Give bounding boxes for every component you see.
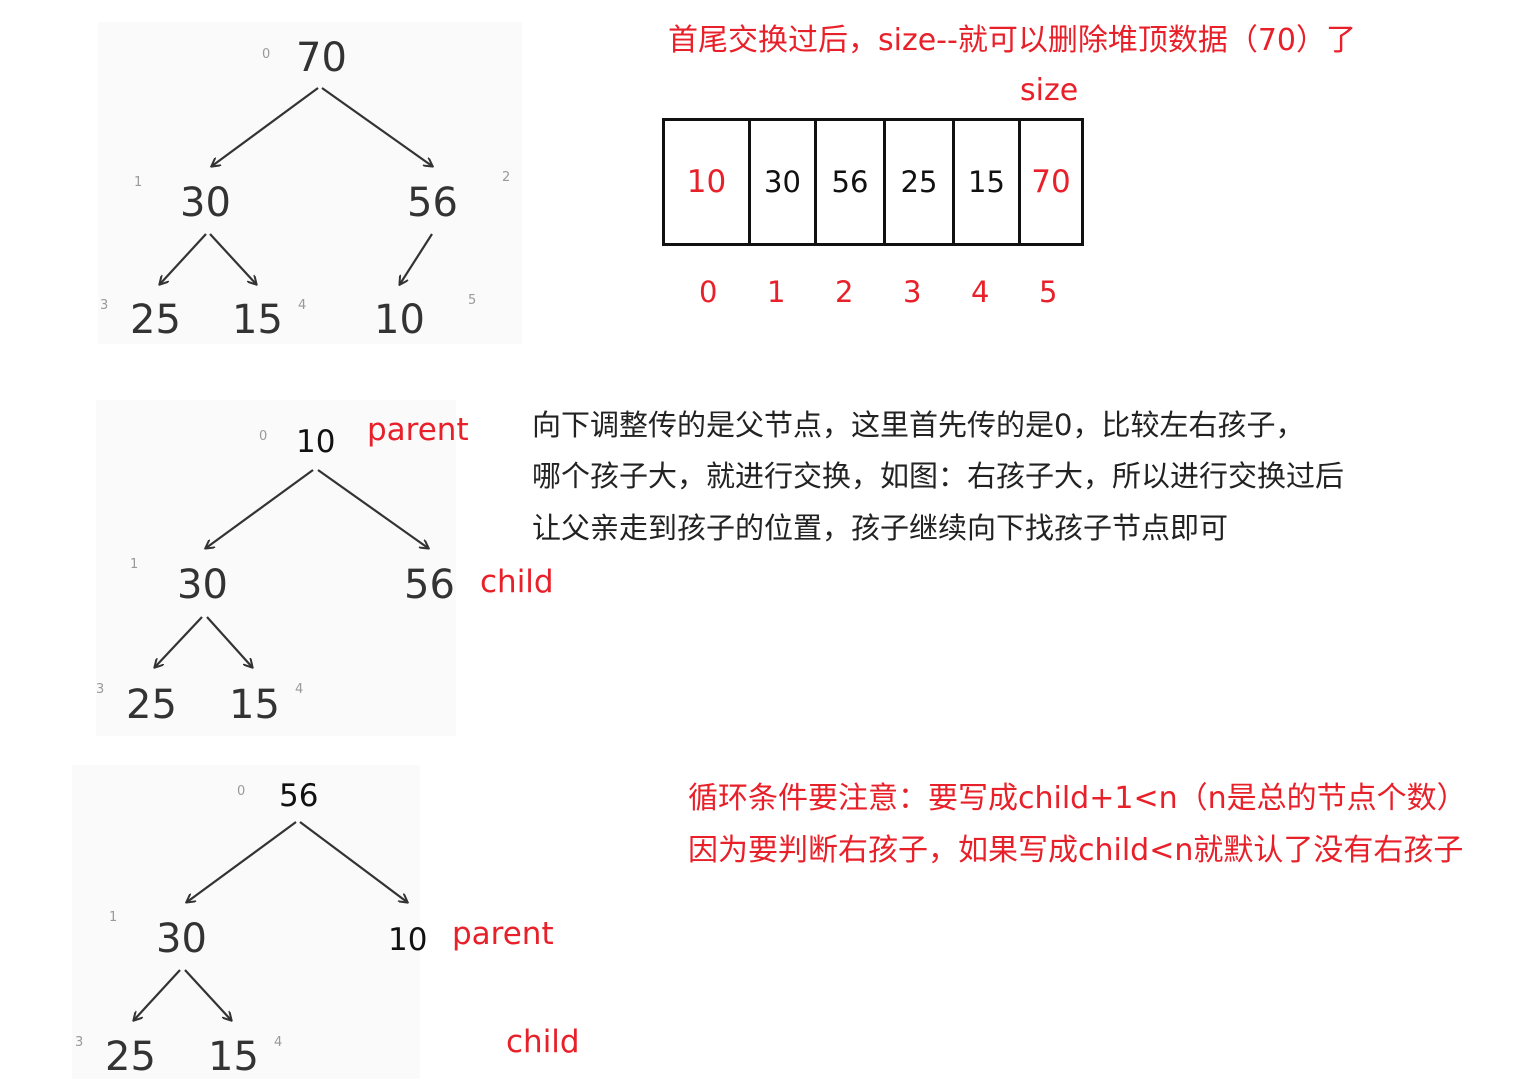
array-cell-value-3: 25 (900, 165, 938, 199)
edge-t2-1-4 (206, 616, 252, 667)
array-index-3: 3 (903, 275, 922, 309)
note-loop-condition-line-2: 因为要判断右孩子，如果写成child<n就默认了没有右孩子 (688, 833, 1464, 868)
tree3-parent-label: parent (452, 916, 554, 952)
array-index-0: 0 (699, 275, 718, 309)
array-cell-value-0: 10 (686, 164, 727, 200)
array-cell-4: 15 (952, 118, 1021, 246)
edge-t1-0-2 (321, 87, 432, 166)
tree3-node-4: 15 (208, 1034, 259, 1080)
note-loop-condition-line-1: 循环条件要注意：要写成child+1<n（n是总的节点个数） (688, 781, 1467, 816)
array-cell-value-4: 15 (968, 165, 1005, 199)
array-cell-value-5: 70 (1031, 164, 1071, 200)
array-index-1: 1 (767, 275, 786, 309)
tree3-node-1: 30 (156, 916, 207, 962)
tree1-index-1: 1 (134, 175, 143, 190)
tree2-index-3: 3 (96, 682, 105, 697)
tree2-node-1: 30 (177, 562, 228, 608)
tree3-panel (72, 765, 420, 1079)
tree1-node-1: 30 (180, 180, 231, 226)
array-cell-value-1: 30 (764, 165, 801, 199)
tree2-panel (96, 400, 456, 736)
array-cell-3: 25 (883, 118, 955, 246)
tree3-index-4: 4 (274, 1035, 283, 1050)
tree3-index-3: 3 (75, 1035, 84, 1050)
tree2-node-2: 56 (404, 562, 455, 608)
array-cell-5: 70 (1018, 118, 1084, 246)
tree3-index-1: 1 (109, 910, 118, 925)
tree3-node-2: 10 (388, 922, 428, 958)
tree3-index-0: 0 (237, 784, 246, 799)
tree2-parent-label: parent (367, 412, 469, 448)
tree1-node-4: 15 (232, 297, 283, 343)
array-cell-1: 30 (748, 118, 817, 246)
tree1-panel (98, 22, 522, 344)
tree1-node-0: 70 (296, 35, 347, 81)
tree2-index-4: 4 (295, 682, 304, 697)
tree1-index-0: 0 (262, 47, 271, 62)
tree1-node-3: 25 (130, 297, 181, 343)
note-sift-down-line-3: 让父亲走到孩子的位置，孩子继续向下找孩子节点即可 (532, 511, 1229, 545)
edge-t1-1-3 (160, 233, 207, 284)
edge-t1-2-5 (400, 233, 433, 284)
edge-t1-1-4 (209, 233, 256, 284)
array-cell-0: 10 (662, 118, 751, 246)
size-label: size (1020, 73, 1079, 108)
tree2-node-4: 15 (229, 682, 280, 728)
tree1-node-5: 10 (374, 297, 425, 343)
tree1-index-4: 4 (298, 298, 307, 313)
edge-t1-0-1 (212, 87, 319, 166)
array-index-2: 2 (835, 275, 854, 309)
tree1-node-2: 56 (407, 180, 458, 226)
tree1-index-2: 2 (502, 170, 511, 185)
array-cell-2: 56 (814, 118, 886, 246)
tree3-child-label: child (506, 1024, 580, 1060)
tree1-index-5: 5 (468, 293, 477, 308)
tree2-node-3: 25 (126, 682, 177, 728)
tree1-index-3: 3 (100, 298, 109, 313)
array-cell-value-2: 56 (831, 165, 869, 199)
note-sift-down-line-2: 哪个孩子大，就进行交换，如图：右孩子大，所以进行交换过后 (532, 459, 1345, 493)
note-sift-down-line-1: 向下调整传的是父节点，这里首先传的是0，比较左右孩子， (532, 408, 1305, 442)
edge-t3-0-1 (187, 821, 297, 902)
edge-t3-0-2 (299, 821, 407, 902)
caption-swap-delete: 首尾交换过后，size--就可以删除堆顶数据（70）了 (668, 23, 1356, 58)
tree2-child-label: child (480, 564, 554, 600)
array-index-5: 5 (1039, 275, 1058, 309)
edge-t2-0-1 (206, 469, 314, 548)
tree2-index-0: 0 (259, 429, 268, 444)
edge-t2-1-3 (155, 616, 203, 667)
tree2-node-0: 10 (296, 424, 336, 460)
array-index-4: 4 (971, 275, 990, 309)
tree3-node-0: 56 (279, 778, 319, 814)
edge-t3-1-3 (134, 969, 181, 1020)
tree3-node-3: 25 (105, 1034, 156, 1080)
tree2-index-1: 1 (130, 557, 139, 572)
edge-t3-1-4 (184, 969, 231, 1020)
edge-t2-0-2 (317, 469, 428, 548)
